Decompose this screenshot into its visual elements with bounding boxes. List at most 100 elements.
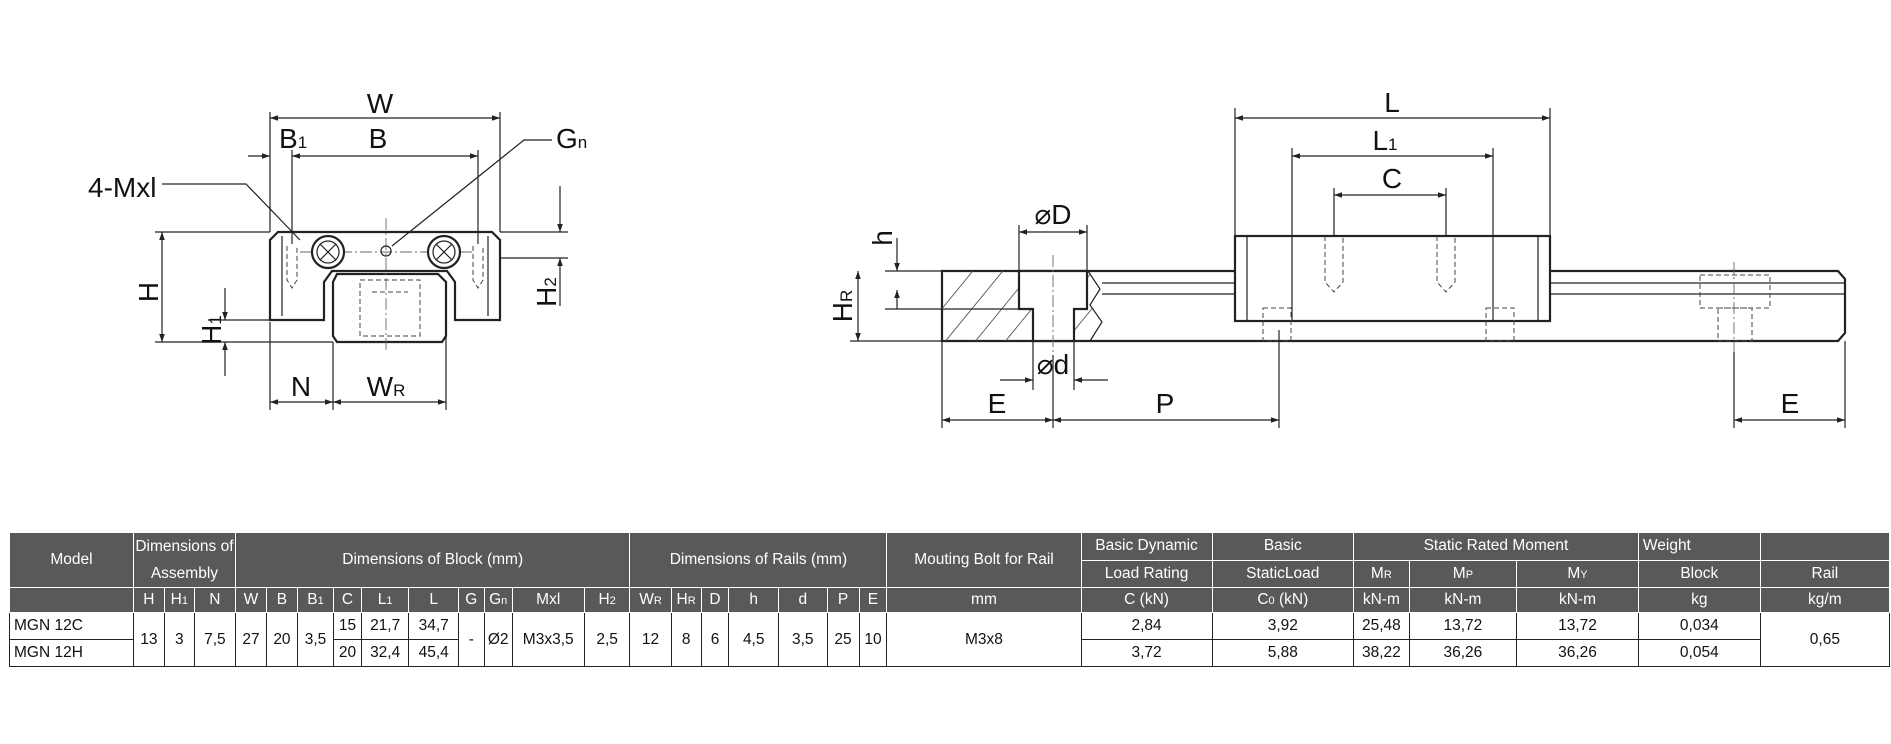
table-row: MGN 12H 20 32,4 45,4 3,72 5,88 38,22 36,… <box>9 639 1890 667</box>
col-B1: B1 <box>296 587 335 613</box>
cell-H1: 3 <box>163 612 195 667</box>
cell-mr: 38,22 <box>1353 639 1410 667</box>
label-L: L <box>1384 87 1400 118</box>
cell-E: 10 <box>858 612 888 667</box>
cell-G: - <box>457 612 485 667</box>
cell-mr: 25,48 <box>1353 612 1410 640</box>
cell-model: MGN 12C <box>9 612 134 640</box>
cell-mp: 36,26 <box>1408 639 1518 667</box>
cell-C: 20 <box>333 639 362 667</box>
col-empty-header <box>1759 532 1891 561</box>
col-rails-header: Dimensions of Rails (mm) <box>629 532 888 588</box>
col-dyn-header-1: Basic Dynamic <box>1080 532 1213 561</box>
col-d: d <box>778 587 828 613</box>
col-mr-header: MR <box>1353 559 1410 588</box>
label-h: h <box>867 230 898 246</box>
col-dyn-unit: C (kN) <box>1080 587 1213 613</box>
leader-Gn <box>391 139 552 247</box>
cell-P: 25 <box>826 612 860 667</box>
cell-block-weight: 0,054 <box>1637 639 1761 667</box>
col-L1: L1 <box>360 587 410 613</box>
col-my-unit: kN-m <box>1516 587 1639 613</box>
cell-rail-weight: 0,65 <box>1759 612 1891 667</box>
cell-dyn: 2,84 <box>1080 612 1213 640</box>
col-stat-unit: C0 (kN) <box>1211 587 1355 613</box>
col-bolt-unit: mm <box>886 587 1082 613</box>
tapped-hole-right <box>1436 236 1456 293</box>
col-block-weight-unit: kg <box>1637 587 1761 613</box>
col-B: B <box>265 587 298 613</box>
label-HR: HR <box>827 290 858 323</box>
cell-L1: 32,4 <box>360 639 410 667</box>
col-h: h <box>728 587 779 613</box>
label-WR: WR <box>367 371 406 402</box>
cell-HR: 8 <box>670 612 702 667</box>
cell-N: 7,5 <box>193 612 237 667</box>
cell-model: MGN 12H <box>9 639 134 667</box>
col-bolt-header: Mouting Bolt for Rail <box>886 532 1082 588</box>
label-P: P <box>1156 388 1175 419</box>
label-D: ⌀D <box>1034 199 1071 230</box>
col-Gn: Gn <box>483 587 513 613</box>
cell-stat: 3,92 <box>1211 612 1355 640</box>
hidden-bolt-right <box>472 246 484 289</box>
cell-mp: 13,72 <box>1408 612 1518 640</box>
col-E: E <box>858 587 888 613</box>
col-Mxl: Mxl <box>511 587 585 613</box>
col-model-header: Model <box>9 532 134 588</box>
col-rail-weight-header: Rail <box>1759 559 1891 588</box>
front-view: W B1 B Gn 4-Mxl H H1 H2 N <box>88 88 587 410</box>
rail-profile <box>331 272 448 344</box>
col-WR: WR <box>629 587 672 613</box>
break-line <box>1087 270 1103 342</box>
col-P: P <box>826 587 860 613</box>
cell-B1: 3,5 <box>296 612 335 667</box>
cell-Gn: Ø2 <box>483 612 513 667</box>
rail-hole-hidden-1 <box>1262 307 1292 342</box>
col-moment-header: Static Rated Moment <box>1353 532 1639 561</box>
cell-L: 45,4 <box>408 639 459 667</box>
col-HR: HR <box>670 587 702 613</box>
label-H: H <box>133 282 164 302</box>
col-dyn-header-2: Load Rating <box>1080 559 1213 588</box>
col-L: L <box>408 587 459 613</box>
label-mxl: 4-Mxl <box>88 172 156 203</box>
cell-WR: 12 <box>629 612 672 667</box>
label-Gn: Gn <box>556 123 587 154</box>
label-B1: B1 <box>279 123 307 154</box>
technical-drawing: W B1 B Gn 4-Mxl H H1 H2 N <box>88 87 1847 428</box>
cell-my: 36,26 <box>1516 639 1639 667</box>
cell-L1: 21,7 <box>360 612 410 640</box>
col-stat-header-2: StaticLoad <box>1211 559 1355 588</box>
col-G: G <box>457 587 485 613</box>
cell-stat: 5,88 <box>1211 639 1355 667</box>
block-side <box>1233 234 1552 323</box>
side-view: L L1 C ⌀D h HR ⌀d <box>827 87 1847 428</box>
col-N: N <box>193 587 237 613</box>
col-C: C <box>333 587 362 613</box>
spec-table: Model Dimensions of Assembly Dimensions … <box>9 532 1891 667</box>
label-C: C <box>1382 163 1402 194</box>
label-E-right: E <box>1781 388 1800 419</box>
grease-nipple <box>380 245 392 257</box>
cell-L: 34,7 <box>408 612 459 640</box>
col-mp-header: MP <box>1408 559 1518 588</box>
label-N: N <box>291 371 311 402</box>
cell-bolt: M3x8 <box>886 612 1082 667</box>
cell-D: 6 <box>700 612 730 667</box>
col-block-header: Dimensions of Block (mm) <box>235 532 631 588</box>
label-H2: H2 <box>531 277 562 307</box>
rail-hole-hidden-3b <box>1717 307 1753 342</box>
col-H2: H2 <box>583 587 631 613</box>
cell-B: 20 <box>265 612 298 667</box>
cell-W: 27 <box>235 612 267 667</box>
cell-C: 15 <box>333 612 362 640</box>
tapped-hole-left <box>1324 236 1344 293</box>
cell-d: 3,5 <box>778 612 828 667</box>
col-rail-weight-unit: kg/m <box>1759 587 1891 613</box>
end-seal-left-icon <box>310 234 346 270</box>
col-block-weight-header: Block <box>1637 559 1761 588</box>
label-B: B <box>369 123 388 154</box>
cell-H2: 2,5 <box>583 612 631 667</box>
label-W: W <box>367 88 394 119</box>
